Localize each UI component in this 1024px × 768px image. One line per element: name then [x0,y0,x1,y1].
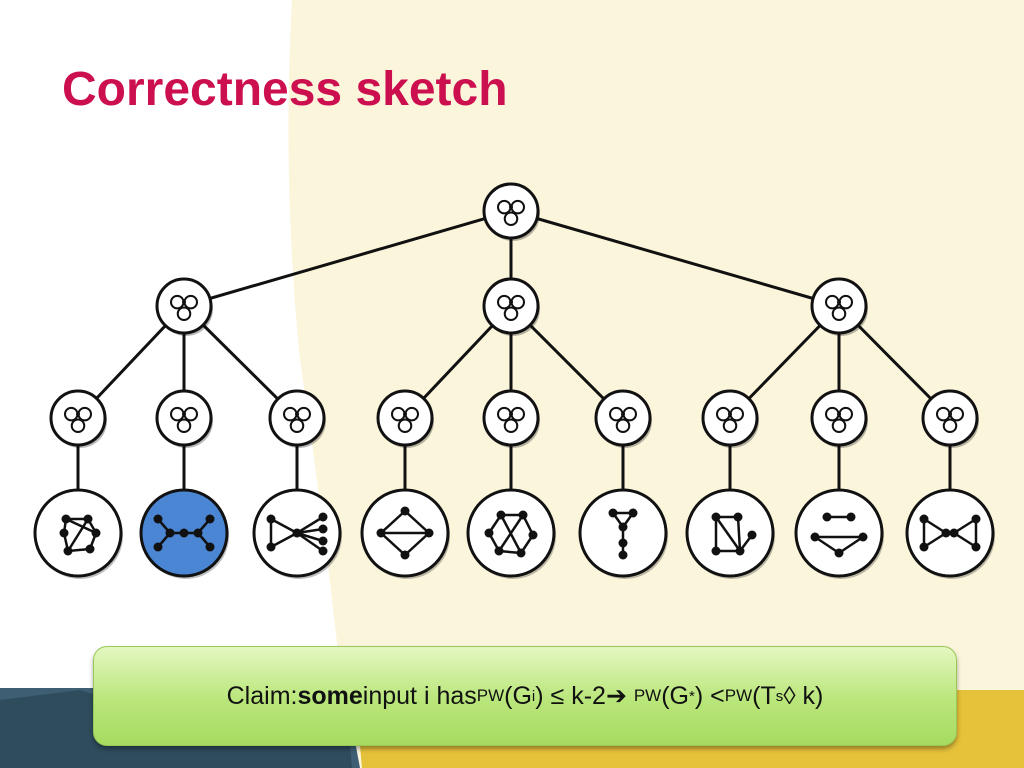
three-circle-node-icon [482,389,540,448]
claim-part1: input i has [362,681,477,710]
small-graph-icon [794,488,884,579]
claim-pw3: PW [724,686,753,705]
right-arrow-icon: ➔ [605,682,627,710]
claim-prefix: Claim: [226,681,298,710]
claim-g-open: (G [504,681,532,710]
claim-star: * [689,687,695,705]
claim-lt: ) < [694,681,725,710]
small-graph-icon [578,488,668,579]
tree-edges [76,209,952,533]
three-circle-node-icon [482,182,540,241]
three-circle-node-icon [594,389,652,448]
tree-leaves [33,488,995,579]
small-graph-icon [905,488,995,579]
claim-pw2: PW [633,686,662,705]
small-graph-icon [252,488,342,579]
claim-pw1: PW [476,686,505,705]
claim-diamond: ◊ k) [783,681,824,710]
three-circle-node-icon [376,389,434,448]
claim-t-open: (T [752,681,776,710]
three-circle-node-icon [921,389,979,448]
small-graph-icon [33,488,123,579]
claim-sup-s: s [775,687,784,705]
claim-leq: ) ≤ k-2 [535,681,606,710]
claim-sub-i: i [531,687,536,705]
claim-gstar-open: (G [661,681,690,710]
three-circle-node-icon [49,389,107,448]
three-circle-node-icon [701,389,759,448]
tree-edge [183,209,512,308]
claim-emphasis: some [297,681,363,710]
small-graph-icon [360,488,450,579]
tree-nodes [49,182,979,448]
three-circle-node-icon [155,389,213,448]
small-graph-icon [685,488,775,579]
slide-title: Correctness sketch [62,63,508,116]
three-circle-node-icon [155,277,213,336]
small-graph-icon [139,488,229,579]
three-circle-node-icon [810,277,868,336]
small-graph-icon [466,488,556,579]
tree-edge [510,209,840,308]
three-circle-node-icon [482,277,540,336]
three-circle-node-icon [810,389,868,448]
three-circle-node-icon [268,389,326,448]
